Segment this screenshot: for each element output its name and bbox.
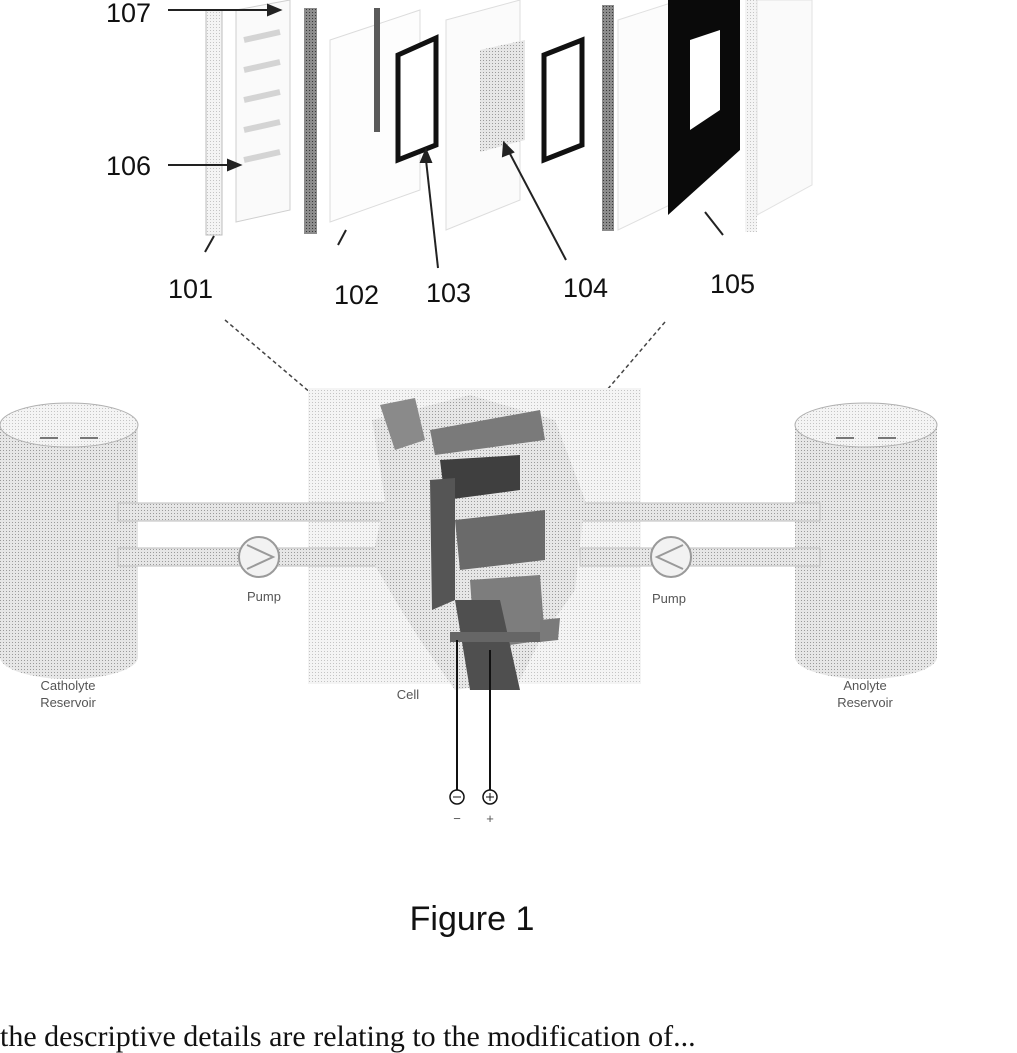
cell-label: Cell bbox=[397, 687, 420, 702]
positive-terminal bbox=[483, 790, 497, 804]
negative-terminal bbox=[450, 790, 464, 804]
right-pump bbox=[651, 537, 691, 577]
left-tank-label-2: Reservoir bbox=[40, 695, 96, 710]
callout-101: 101 bbox=[168, 274, 213, 304]
endplate-101 bbox=[206, 10, 222, 235]
dark-frame-105 bbox=[668, 0, 740, 215]
catholyte-reservoir bbox=[0, 403, 138, 679]
flow-field-plate bbox=[236, 0, 290, 222]
exploded-stack bbox=[206, 0, 812, 235]
callout-105: 105 bbox=[710, 269, 755, 299]
callout-102: 102 bbox=[334, 280, 379, 310]
frame-103 bbox=[398, 38, 436, 160]
callout-103: 103 bbox=[426, 278, 471, 308]
callout-104: 104 bbox=[563, 273, 608, 303]
endplate-right-face bbox=[757, 0, 812, 215]
left-pump-label: Pump bbox=[247, 589, 281, 604]
frame-right bbox=[544, 40, 582, 160]
left-tank-label-1: Catholyte bbox=[41, 678, 96, 693]
right-pump-label: Pump bbox=[652, 591, 686, 606]
gasket-dark bbox=[304, 8, 317, 234]
thin-plate bbox=[374, 8, 380, 132]
right-tank-label-2: Reservoir bbox=[837, 695, 893, 710]
negative-sign: − bbox=[453, 811, 461, 826]
callout-106: 106 bbox=[106, 151, 151, 181]
left-pump bbox=[239, 537, 279, 577]
gasket-right bbox=[602, 5, 614, 231]
right-return-pipe bbox=[560, 503, 820, 521]
left-return-pipe bbox=[118, 503, 403, 521]
right-tank-label-1: Anolyte bbox=[843, 678, 886, 693]
endplate-right bbox=[745, 0, 757, 232]
membrane-104 bbox=[480, 40, 525, 152]
body-text-line: the descriptive details are relating to … bbox=[0, 1022, 1017, 1052]
right-supply-pipe bbox=[580, 548, 820, 566]
anolyte-reservoir bbox=[795, 403, 937, 679]
figure-caption: Figure 1 bbox=[410, 900, 535, 938]
positive-sign: + bbox=[486, 811, 494, 826]
callout-107: 107 bbox=[106, 0, 151, 28]
